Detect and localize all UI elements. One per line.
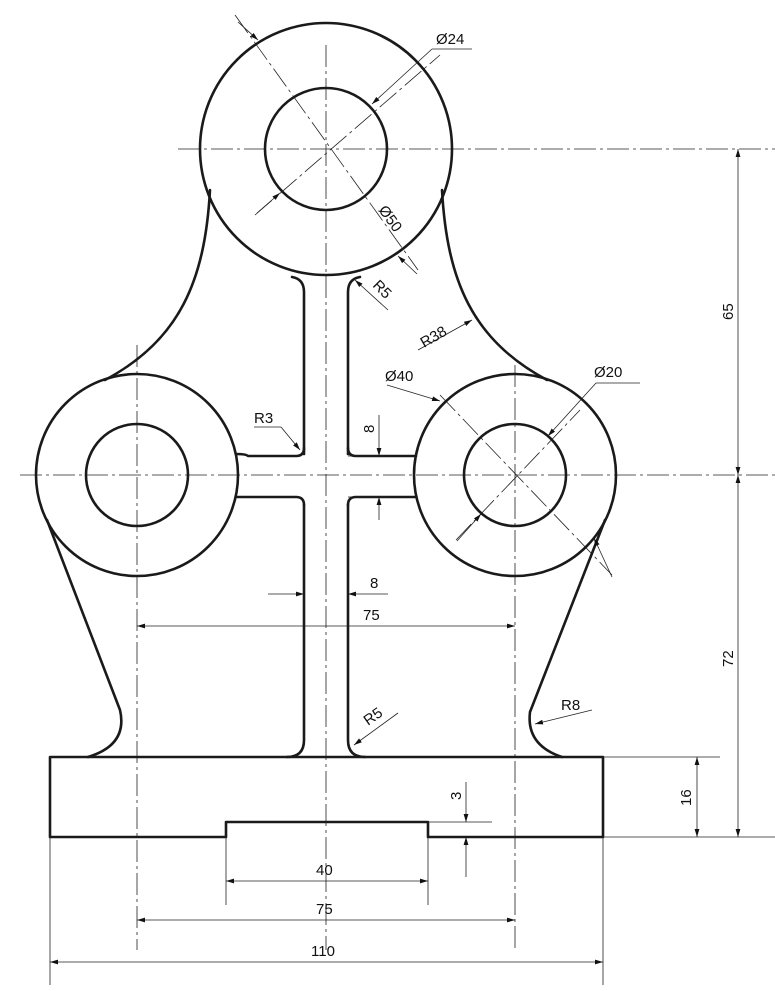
right-hole-circle: [462, 422, 568, 528]
dim-height-lower: 72: [720, 650, 737, 667]
dim-base-fillet: R5: [361, 704, 386, 729]
center-lines: [20, 14, 775, 950]
dim-foot-fillet: R8: [561, 697, 580, 714]
right-boss-circle: [412, 372, 618, 578]
dim-inner-fillet: R3: [254, 410, 273, 427]
dim-base-height: 16: [678, 789, 695, 806]
dim-overall-width: 110: [311, 943, 335, 960]
dim-top-hole-dia: Ø24: [436, 31, 464, 48]
dim-base-center-spacing: 75: [316, 901, 333, 918]
rib-right-lower: [346, 495, 418, 507]
rib-left-lower: [234, 495, 306, 507]
rib-left-junction: [234, 446, 306, 458]
top-hole-circle: [263, 86, 389, 212]
left-hole-circle: [84, 422, 190, 528]
dimension-labels: Ø24 Ø50 R5 R38 Ø40 Ø20 R3 8 8 75 R5 R8 6…: [254, 31, 737, 960]
dim-top-fillet: R5: [369, 277, 395, 303]
dimension-lines: [49, 21, 775, 985]
dim-side-hole-dia: Ø20: [594, 364, 622, 381]
dim-rib-width-horizontal: 8: [370, 575, 378, 592]
left-r38-arc: [103, 188, 212, 382]
rib-right-junction: [346, 446, 418, 458]
dim-recess-depth: 3: [448, 792, 465, 800]
dim-recess-width: 40: [316, 862, 333, 879]
right-leg: [528, 518, 607, 759]
left-boss-circle: [34, 372, 240, 578]
dim-top-boss-dia: Ø50: [375, 202, 405, 235]
left-leg: [45, 518, 123, 759]
dim-rib-width-vertical: 8: [361, 425, 378, 433]
top-boss-circle: [198, 21, 454, 277]
dim-height-upper: 65: [720, 303, 737, 320]
base-block: [48, 755, 605, 839]
right-r38-arc: [440, 188, 549, 382]
dim-center-spacing-mid: 75: [363, 607, 380, 624]
rib-upper: [290, 275, 362, 456]
dim-side-boss-dia: Ø40: [385, 368, 413, 385]
